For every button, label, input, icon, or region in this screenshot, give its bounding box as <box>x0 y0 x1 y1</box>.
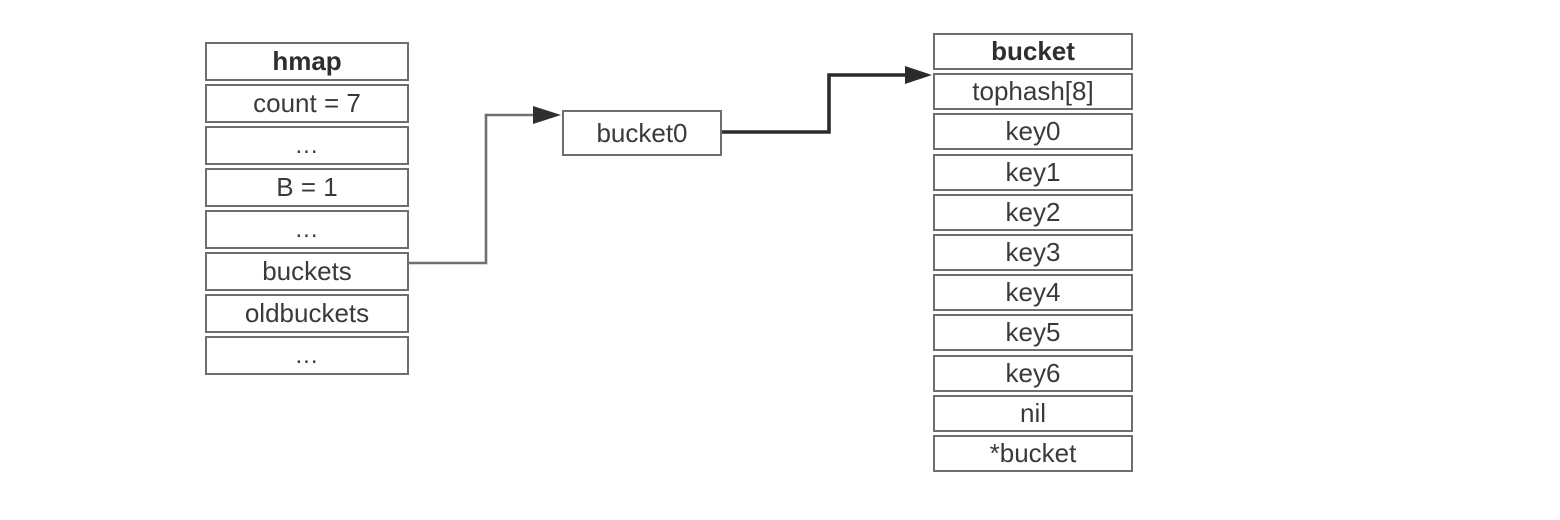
bucket-row-key4: key4 <box>933 274 1133 312</box>
hmap-title: hmap <box>205 42 409 81</box>
bucket-row-key3: key3 <box>933 233 1133 271</box>
buckets-to-bucket0-connector <box>409 113 535 265</box>
bucket0-to-bucket-connector <box>722 73 906 134</box>
hmap-row-b: B = 1 <box>205 168 409 207</box>
bucket-row-key5: key5 <box>933 314 1133 352</box>
bucket-row-key0: key0 <box>933 113 1133 151</box>
hmap-row-ellipsis-1: ... <box>205 126 409 165</box>
bucket-row-nil: nil <box>933 394 1133 432</box>
arrowhead-icon <box>905 66 932 84</box>
hmap-row-ellipsis-3: ... <box>205 336 409 375</box>
bucket0-node: bucket0 <box>562 110 722 156</box>
hmap-row-ellipsis-2: ... <box>205 210 409 249</box>
bucket-struct: bucket tophash[8] key0 key1 key2 key3 ke… <box>933 33 1133 472</box>
bucket-row-key6: key6 <box>933 354 1133 392</box>
hmap-row-oldbuckets: oldbuckets <box>205 294 409 333</box>
hmap-row-buckets: buckets <box>205 252 409 291</box>
bucket-row-pointer: *bucket <box>933 434 1133 472</box>
bucket-row-key2: key2 <box>933 193 1133 231</box>
arrowhead-icon <box>533 106 561 124</box>
hmap-row-count: count = 7 <box>205 84 409 123</box>
hmap-struct: hmap count = 7 ... B = 1 ... buckets old… <box>205 42 409 375</box>
bucket-row-key1: key1 <box>933 153 1133 191</box>
bucket-title: bucket <box>933 33 1133 70</box>
bucket-row-tophash: tophash[8] <box>933 73 1133 111</box>
